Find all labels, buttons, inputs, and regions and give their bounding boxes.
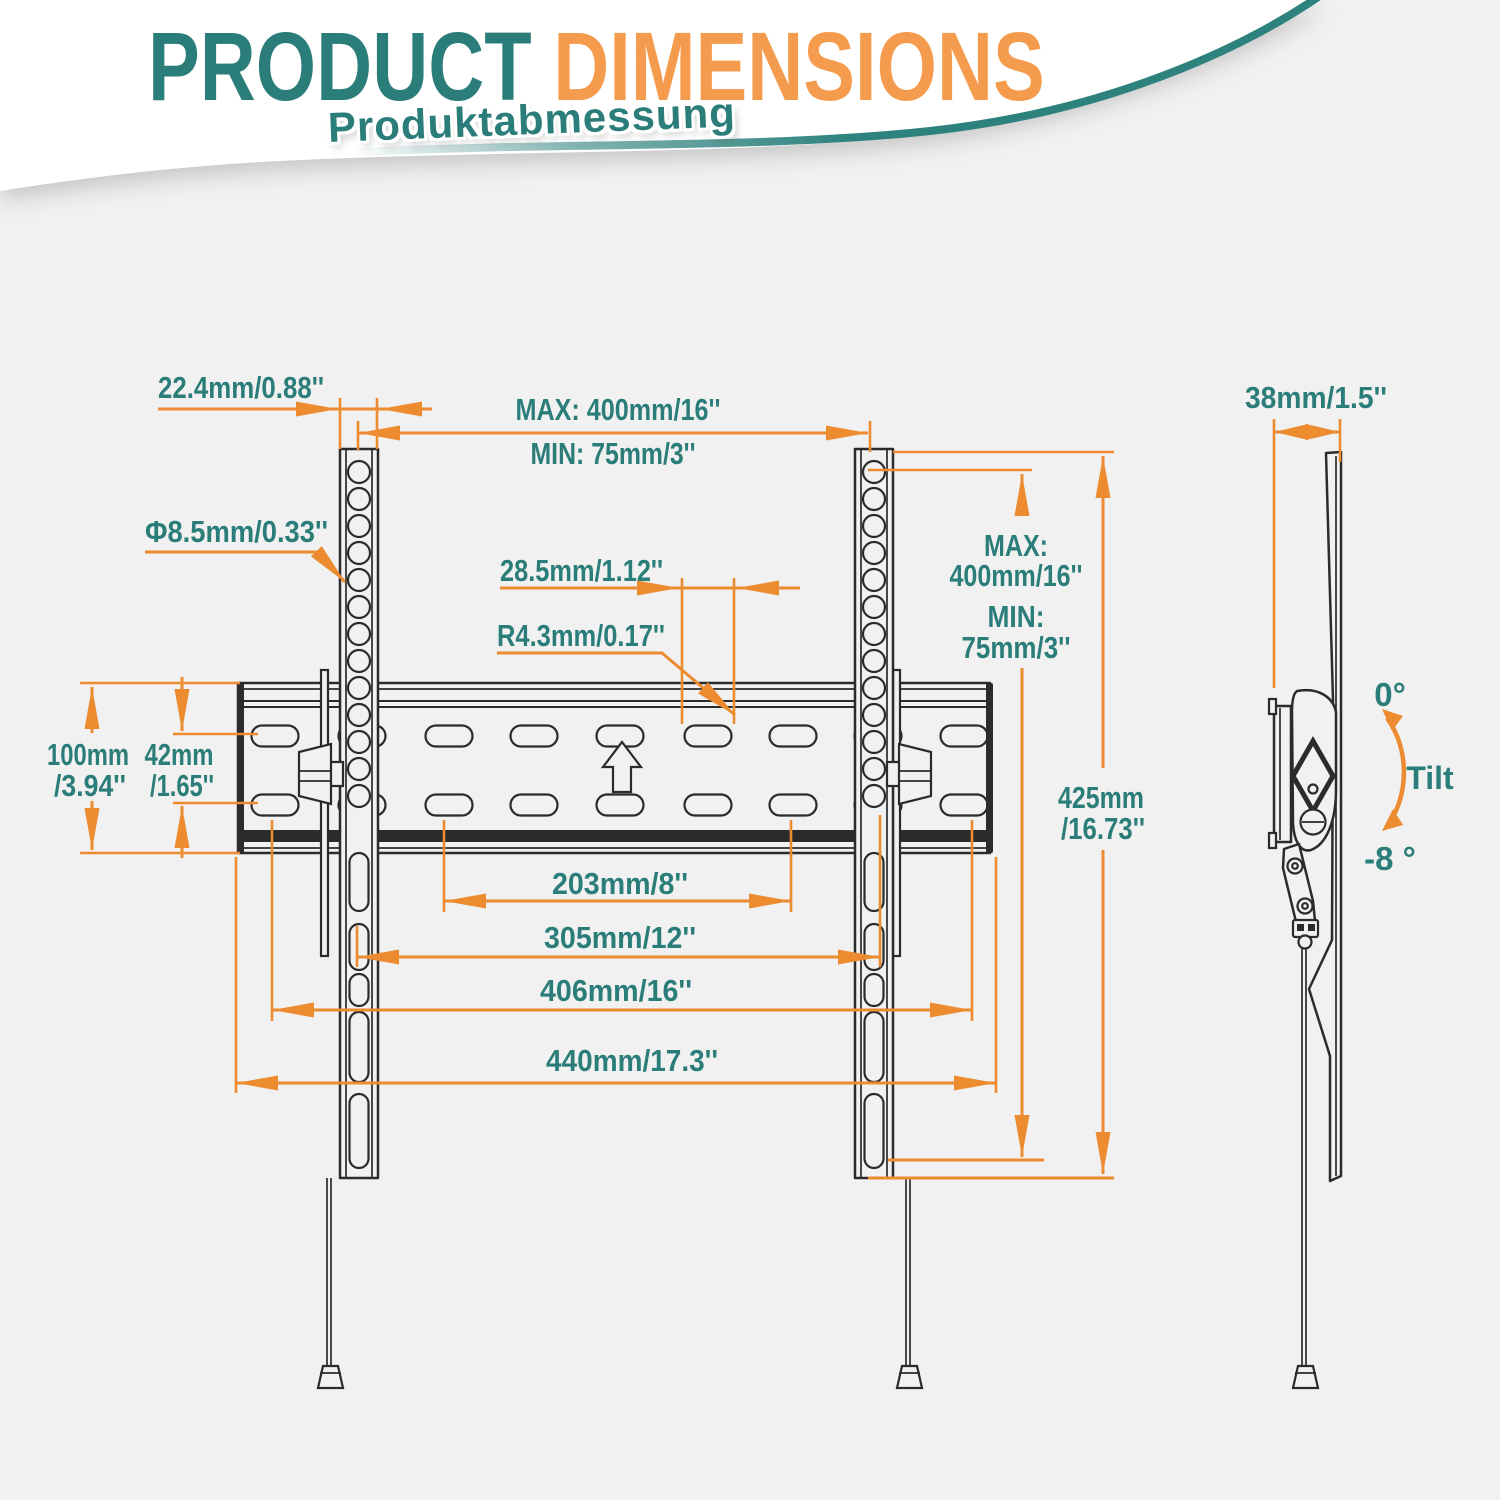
white-region bbox=[0, 0, 1322, 191]
bracket-holes-right bbox=[861, 459, 887, 809]
bracket-holes-left bbox=[346, 459, 372, 809]
dim-vesa-width-min: MIN: 75mm/3'' bbox=[531, 436, 696, 471]
title-dimensions: DIMENSIONS bbox=[553, 12, 1045, 121]
plate-slots-top-row bbox=[250, 724, 989, 748]
pull-cord-left bbox=[316, 1178, 345, 1390]
dim-bracket-depth: 22.4mm/0.88'' bbox=[158, 370, 324, 405]
tilt-label: Tilt bbox=[1406, 760, 1454, 796]
dim-bracket-height-in: /16.73'' bbox=[1061, 811, 1145, 846]
dimension-labels: 22.4mm/0.88'' MAX: 400mm/16'' MIN: 75mm/… bbox=[47, 370, 1454, 1078]
plate-left-cap bbox=[237, 683, 244, 853]
linkage-arm bbox=[1281, 842, 1317, 928]
up-arrow-icon bbox=[600, 740, 644, 794]
dim-span-total: 440mm/17.3'' bbox=[546, 1043, 718, 1078]
dim-hole-diameter: Φ8.5mm/0.33'' bbox=[145, 514, 328, 549]
tilt-angle-down: -8 ° bbox=[1364, 840, 1416, 877]
tilt-arrow bbox=[1382, 709, 1407, 831]
dim-vesa-height-max-label: MAX: bbox=[984, 528, 1048, 563]
dim-slot-row-spacing-mm: 42mm bbox=[145, 737, 214, 772]
swoosh-curve bbox=[356, 0, 1321, 156]
pull-cord-side bbox=[1291, 948, 1320, 1390]
wall-bracket-profile bbox=[1272, 704, 1293, 844]
tension-knob-left bbox=[297, 742, 345, 806]
dim-side-depth: 38mm/1.5'' bbox=[1245, 380, 1387, 415]
dim-slot-row-spacing-in: /1.65'' bbox=[150, 768, 214, 803]
pull-cord-right bbox=[895, 1178, 924, 1390]
dim-slot-length: 28.5mm/1.12'' bbox=[500, 553, 663, 588]
dim-span-small: 203mm/8'' bbox=[552, 866, 688, 901]
plate-right-cap bbox=[986, 683, 993, 853]
dim-vesa-height-max-value: 400mm/16'' bbox=[950, 558, 1083, 593]
dim-span-medium: 305mm/12'' bbox=[544, 920, 696, 955]
dim-slot-radius: R4.3mm/0.17'' bbox=[497, 618, 665, 653]
page-title: PRODUCT DIMENSIONS bbox=[148, 16, 1045, 118]
dim-plate-height-in: /3.94'' bbox=[54, 768, 126, 803]
title-product: PRODUCT bbox=[148, 12, 554, 121]
hook-strip-left bbox=[319, 668, 330, 958]
bracket-slots-left bbox=[348, 851, 370, 1170]
dim-plate-height-mm: 100mm bbox=[47, 737, 129, 772]
vesa-bracket-left bbox=[338, 447, 380, 1180]
dimension-lines bbox=[80, 398, 1407, 1180]
header-wave bbox=[0, 0, 1322, 191]
dim-vesa-height-min-label: MIN: bbox=[988, 599, 1045, 634]
dim-vesa-height-min-value: 75mm/3'' bbox=[962, 630, 1071, 665]
front-view-drawing bbox=[236, 447, 993, 1390]
side-view-drawing bbox=[1267, 450, 1343, 1390]
dim-bracket-height-mm: 425mm bbox=[1058, 780, 1144, 815]
dim-span-large: 406mm/16'' bbox=[540, 973, 692, 1008]
tension-knob-right bbox=[885, 742, 933, 806]
tilt-angle-up: 0° bbox=[1374, 676, 1406, 713]
dim-vesa-width-max: MAX: 400mm/16'' bbox=[516, 392, 721, 427]
vesa-bracket-right bbox=[853, 447, 895, 1180]
